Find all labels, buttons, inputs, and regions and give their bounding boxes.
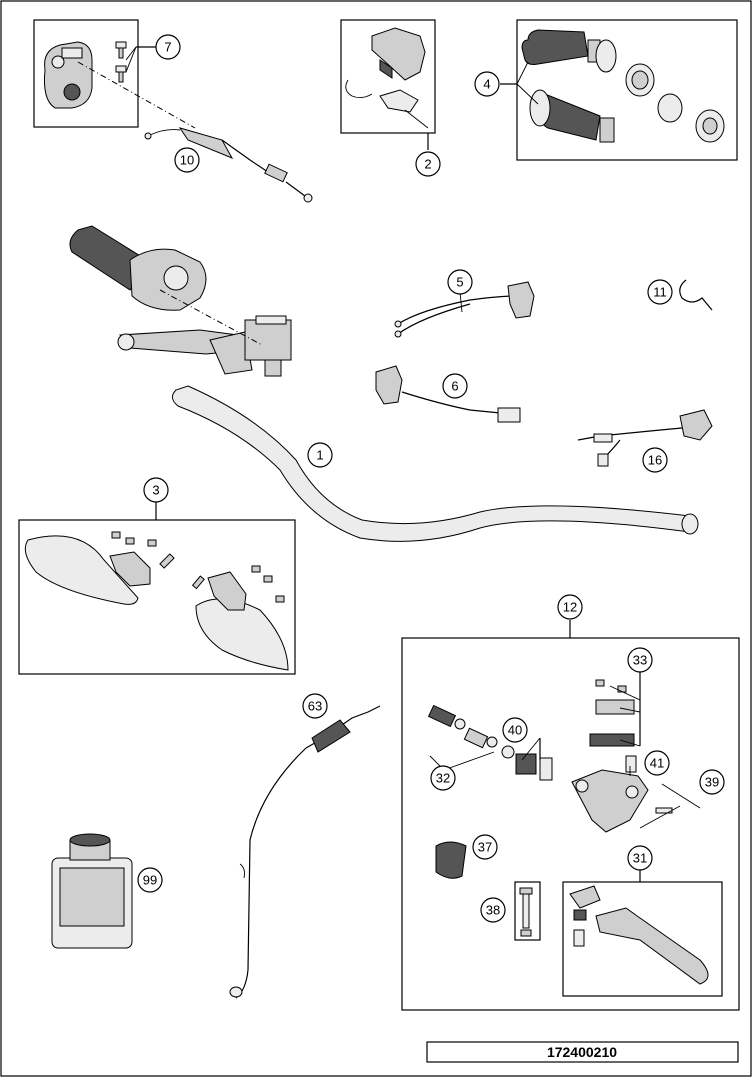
callout-circle [480, 897, 506, 923]
callout-label: 37 [478, 840, 492, 855]
callout-label: 16 [648, 453, 662, 468]
callout-label: 2 [424, 157, 431, 172]
callout-32: 32 [430, 765, 456, 791]
callout-circle [627, 845, 653, 871]
callout-label: 39 [705, 775, 719, 790]
group-box-38 [514, 881, 541, 941]
screws-part-7 [115, 41, 127, 83]
callout-circle [647, 279, 673, 305]
group-box-3 [18, 519, 296, 675]
callout-39: 39 [699, 769, 725, 795]
grip-set-part [521, 29, 725, 143]
callout-11: 11 [647, 279, 673, 305]
callout-circle [155, 34, 181, 60]
grip-cover-part [345, 27, 426, 113]
callout-37: 37 [472, 834, 498, 860]
callout-circle [447, 269, 473, 295]
callout-label: 12 [563, 600, 577, 615]
callout-circle [307, 442, 333, 468]
callout-33: 33 [627, 647, 653, 673]
callout-12: 12 [557, 594, 583, 620]
map-switch-wire-part [375, 365, 521, 423]
callout-16: 16 [642, 447, 668, 473]
group-box-2 [340, 19, 436, 134]
clutch-master-part [117, 315, 292, 377]
callout-circle [502, 717, 528, 743]
callout-label: 1 [316, 448, 323, 463]
callout-label: 99 [143, 873, 157, 888]
callout-circle [557, 594, 583, 620]
part-number: 172400210 [547, 1044, 617, 1060]
callout-label: 3 [152, 483, 159, 498]
callout-38: 38 [480, 897, 506, 923]
callout-63: 63 [302, 693, 328, 719]
callout-label: 32 [436, 771, 450, 786]
callout-31: 31 [627, 845, 653, 871]
callout-4: 4 [474, 71, 500, 97]
clutch-master-kit-part [427, 679, 709, 985]
callout-circle [430, 765, 456, 791]
throttle-cable-part [144, 127, 313, 203]
callout-circle [699, 769, 725, 795]
callout-circle [627, 647, 653, 673]
handlebar-part [172, 385, 699, 542]
callout-circle [174, 147, 200, 173]
callout-label: 63 [308, 699, 322, 714]
centerline-7 [77, 61, 196, 129]
callout-label: 7 [164, 40, 171, 55]
callout-label: 5 [456, 275, 463, 290]
group-box-31 [562, 881, 723, 997]
callout-7: 7 [155, 34, 181, 60]
clutch-line-part [229, 705, 381, 999]
callout-label: 41 [650, 756, 664, 771]
callout-1: 1 [307, 442, 333, 468]
handguard-set-part [24, 531, 289, 671]
callout-label: 38 [486, 903, 500, 918]
callout-40: 40 [502, 717, 528, 743]
part-number-box [426, 1041, 739, 1063]
callout-circle [143, 477, 169, 503]
callout-label: 40 [508, 723, 522, 738]
callout-99: 99 [137, 867, 163, 893]
callout-10: 10 [174, 147, 200, 173]
group-box-7 [33, 19, 139, 128]
callout-6: 6 [442, 373, 468, 399]
callout-circle [415, 151, 441, 177]
callout-circle [442, 373, 468, 399]
callout-2: 2 [415, 151, 441, 177]
fluid-bottle-part [51, 833, 133, 949]
throttle-housing-part [44, 41, 93, 109]
callout-41: 41 [644, 750, 670, 776]
start-button-wire-part [577, 409, 713, 467]
callout-label: 33 [633, 653, 647, 668]
callout-label: 31 [633, 851, 647, 866]
throttle-assembly-part [69, 225, 207, 311]
callout-label: 4 [483, 77, 490, 92]
callout-label: 11 [653, 285, 667, 300]
callout-label: 6 [451, 379, 458, 394]
callout-circle [137, 867, 163, 893]
callout-circle [302, 693, 328, 719]
callout-label: 10 [180, 153, 194, 168]
group-box-4 [516, 19, 738, 161]
callout-circle [472, 834, 498, 860]
cable-tie-part [679, 279, 713, 311]
callout-3: 3 [143, 477, 169, 503]
callout-circle [642, 447, 668, 473]
callout-circle [644, 750, 670, 776]
callout-5: 5 [447, 269, 473, 295]
callout-circle [474, 71, 500, 97]
